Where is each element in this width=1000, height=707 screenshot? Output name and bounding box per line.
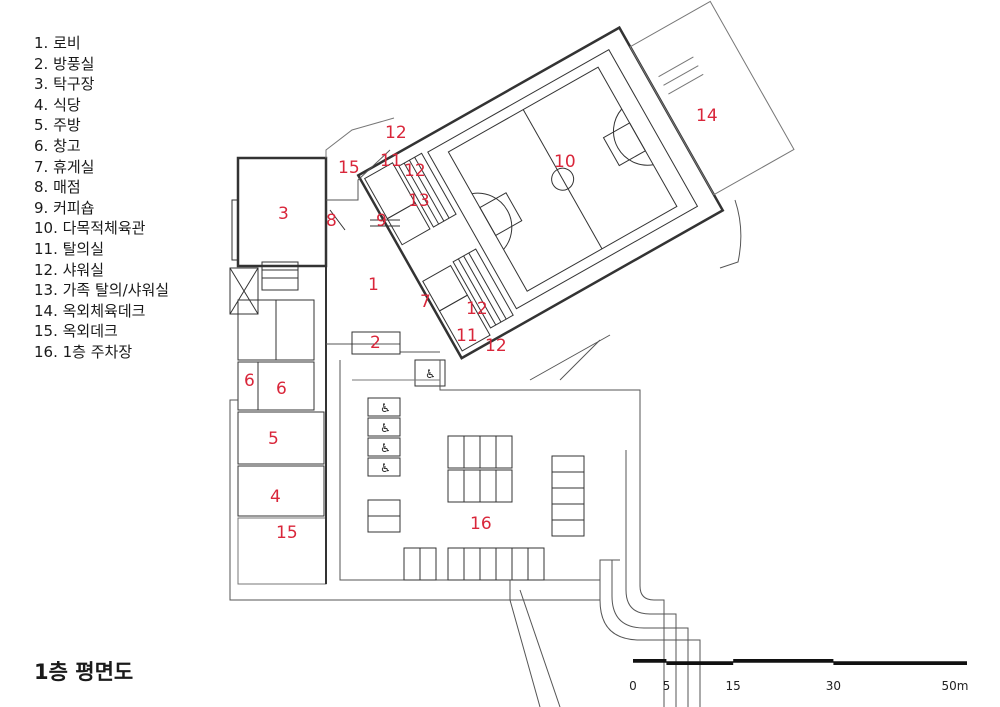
room-number-label: 11	[380, 151, 402, 171]
dining-room	[237, 465, 325, 517]
parking-stalls-bottom	[403, 547, 545, 581]
legend-item: 1. 로비	[34, 34, 81, 52]
scale-bar-segment	[666, 662, 734, 665]
legend-item: 3. 탁구장	[34, 75, 95, 94]
wheelchair-icon: ♿	[380, 461, 391, 475]
room-number-label: 11	[456, 326, 478, 346]
legend-item: 2. 방풍실	[34, 54, 95, 73]
scale-bar-segment	[733, 659, 834, 662]
scale-tick-label: 0	[629, 679, 637, 693]
room-number-label: 9	[376, 211, 387, 231]
legend-item: 10. 다목적체육관	[34, 219, 146, 238]
room-number-label: 13	[408, 191, 430, 211]
room-number-label: 6	[276, 379, 287, 399]
legend-item: 5. 주방	[34, 116, 81, 135]
plan-title: 1층 평면도	[34, 660, 134, 684]
scale-tick-label: 15	[726, 679, 741, 693]
room-number-label: 14	[696, 106, 718, 126]
scale-tick-label: 30	[826, 679, 841, 693]
driveway	[229, 199, 742, 707]
parking-stalls-right	[367, 455, 585, 537]
gym-block	[356, 0, 795, 360]
wheelchair-icon: ♿	[380, 421, 391, 435]
parking-stalls-center	[447, 435, 513, 503]
room-number-label: 12	[404, 161, 426, 181]
room-number-label: 12	[385, 123, 407, 143]
storage-room	[257, 361, 315, 411]
room-number-label: 10	[554, 152, 576, 172]
room-number-label: 8	[326, 211, 337, 231]
legend-item: 12. 샤워실	[34, 260, 105, 279]
room-number-label: 7	[420, 292, 431, 312]
legend-item: 16. 1층 주차장	[34, 342, 133, 361]
legend-item: 11. 탈의실	[34, 239, 105, 258]
scale-tick-label: 50m	[942, 679, 969, 693]
legend-item: 13. 가족 탈의/샤워실	[34, 281, 170, 300]
scale-bar-segment	[633, 659, 667, 662]
legend-item: 4. 식당	[34, 95, 81, 114]
room-number-label: 2	[370, 333, 381, 353]
room-number-label: 12	[485, 336, 507, 356]
room-number-label: 6	[244, 371, 255, 391]
room-number-label: 3	[278, 204, 289, 224]
legend-item: 8. 매점	[34, 178, 81, 197]
wheelchair-icon: ♿	[380, 401, 391, 415]
legend-item: 7. 휴게실	[34, 157, 95, 176]
legend-item: 9. 커피숍	[34, 198, 95, 217]
scale-bar-segment	[833, 662, 967, 665]
legend-item: 15. 옥외데크	[34, 322, 118, 341]
scale-tick-label: 5	[663, 679, 671, 693]
room-number-label: 15	[338, 158, 360, 178]
room-number-label: 5	[268, 429, 279, 449]
room-number-label: 12	[466, 299, 488, 319]
room-number-label: 1	[368, 275, 379, 295]
wheelchair-icon: ♿	[425, 367, 436, 381]
wheelchair-icon: ♿	[380, 441, 391, 455]
room-number-label: 16	[470, 514, 492, 534]
kitchen	[237, 411, 325, 465]
room-number-label: 4	[270, 487, 281, 507]
room-number-label: 15	[276, 523, 298, 543]
legend-item: 14. 옥외체육데크	[34, 301, 146, 320]
legend-item: 6. 창고	[34, 136, 81, 155]
scale-bar: 0 5 15 30 50m	[629, 659, 968, 693]
